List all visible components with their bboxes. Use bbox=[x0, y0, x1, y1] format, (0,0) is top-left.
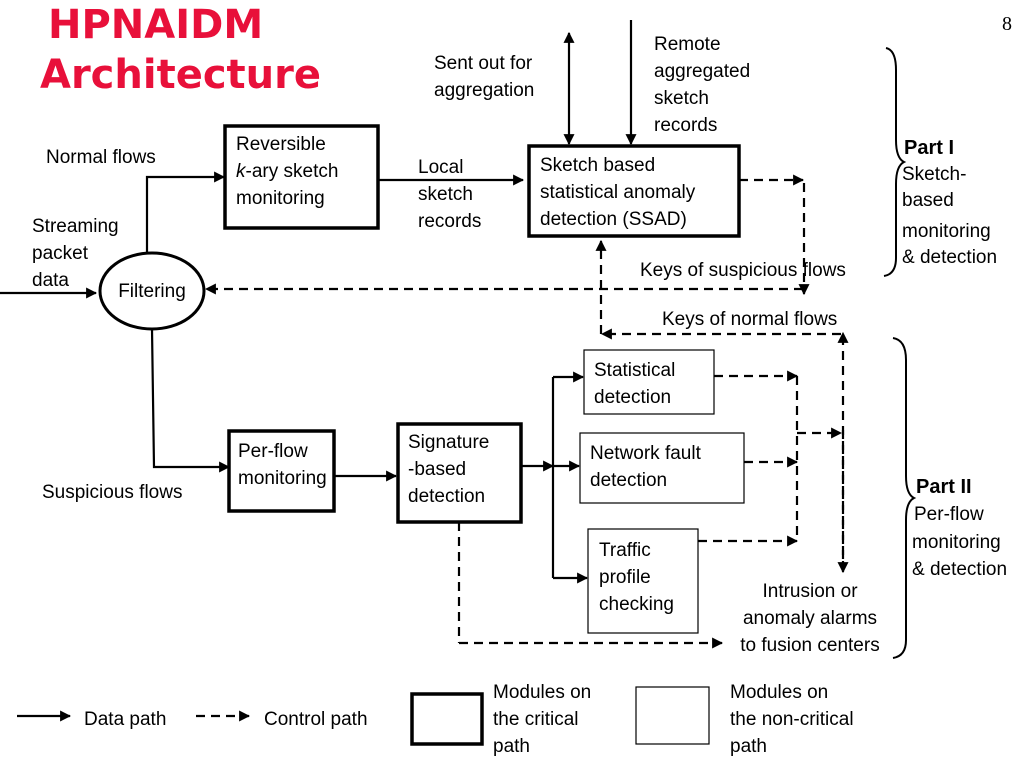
streaming-label-2: packet bbox=[32, 243, 89, 264]
keys-normal-label: Keys of normal flows bbox=[662, 309, 837, 330]
part1-title: Part I bbox=[904, 137, 954, 159]
netfault-line-1: Network fault bbox=[590, 443, 702, 464]
part1-desc-1: Sketch- bbox=[902, 164, 966, 185]
remote-label-3: sketch bbox=[654, 88, 709, 109]
filtering-module: Filtering bbox=[98, 251, 206, 331]
part2-desc-3: & detection bbox=[912, 559, 1007, 580]
reversible-sketch-module: Reversible k-ary sketch monitoring bbox=[223, 124, 380, 230]
legend-noncritical-2: the non-critical bbox=[730, 709, 854, 730]
streaming-label-3: data bbox=[32, 270, 69, 291]
netfault-module: Network fault detection bbox=[579, 432, 745, 504]
alarms-label-3: to fusion centers bbox=[740, 635, 879, 656]
signature-module: Signature -based detection bbox=[396, 422, 523, 524]
perflow-line-2: monitoring bbox=[238, 468, 327, 489]
legend-data-path-label: Data path bbox=[84, 709, 166, 730]
sent-out-label-2: aggregation bbox=[434, 80, 534, 101]
legend-critical-2: the critical bbox=[493, 709, 579, 730]
traffic-line-2: profile bbox=[599, 567, 651, 588]
alarms-label-1: Intrusion or bbox=[762, 581, 858, 602]
part2-title: Part II bbox=[916, 476, 972, 498]
legend-noncritical-3: path bbox=[730, 736, 767, 757]
reversible-line-1: Reversible bbox=[236, 134, 326, 155]
part2-desc-2: monitoring bbox=[912, 532, 1001, 553]
ssad-line-3: detection (SSAD) bbox=[540, 209, 687, 230]
local-sketch-label-3: records bbox=[418, 211, 481, 232]
page-number: 8 bbox=[1002, 13, 1012, 35]
remote-label-2: aggregated bbox=[654, 61, 750, 82]
netfault-line-2: detection bbox=[590, 470, 667, 491]
sent-out-label-1: Sent out for bbox=[434, 53, 533, 74]
remote-label-1: Remote bbox=[654, 34, 721, 55]
part2-desc-1: Per-flow bbox=[914, 504, 984, 525]
legend: Data path Control path Modules on the cr… bbox=[17, 682, 854, 757]
legend-noncritical-1: Modules on bbox=[730, 682, 828, 703]
signature-line-1: Signature bbox=[408, 432, 489, 453]
remote-label-4: records bbox=[654, 115, 717, 136]
ssad-line-2: statistical anomaly bbox=[540, 182, 696, 203]
legend-critical-box bbox=[410, 692, 484, 746]
statistical-line-1: Statistical bbox=[594, 360, 675, 381]
perflow-module: Per-flow monitoring bbox=[227, 429, 336, 513]
legend-critical-1: Modules on bbox=[493, 682, 591, 703]
perflow-line-1: Per-flow bbox=[238, 441, 308, 462]
part1-brace bbox=[883, 47, 907, 277]
reversible-line-2: k-ary sketch bbox=[236, 161, 338, 182]
part2-brace bbox=[892, 337, 917, 659]
reversible-line-3: monitoring bbox=[236, 188, 325, 209]
signature-line-2: -based bbox=[408, 459, 466, 480]
ary-sketch: -ary sketch bbox=[246, 161, 339, 182]
traffic-line-1: Traffic bbox=[599, 540, 651, 561]
filtering-label: Filtering bbox=[118, 281, 186, 302]
traffic-line-3: checking bbox=[599, 594, 674, 615]
ssad-line-1: Sketch based bbox=[540, 155, 655, 176]
suspicious-flows-arrow bbox=[150, 328, 231, 473]
signature-line-3: detection bbox=[408, 486, 485, 507]
normal-flows-arrow bbox=[145, 171, 226, 253]
title-line-1: HPNAIDM bbox=[48, 2, 263, 48]
streaming-label-1: Streaming bbox=[32, 216, 119, 237]
k-italic: k bbox=[236, 161, 247, 182]
local-sketch-label-1: Local bbox=[418, 157, 463, 178]
part1-desc-2: based bbox=[902, 190, 954, 211]
local-sketch-label-2: sketch bbox=[418, 184, 473, 205]
alarms-label-2: anomaly alarms bbox=[743, 608, 877, 629]
title-line-2: Architecture bbox=[40, 52, 321, 98]
traffic-module: Traffic profile checking bbox=[587, 528, 699, 634]
normal-flows-label: Normal flows bbox=[46, 147, 156, 168]
suspicious-flows-label: Suspicious flows bbox=[42, 482, 182, 503]
part1-desc-4: & detection bbox=[902, 247, 997, 268]
legend-control-path-label: Control path bbox=[264, 709, 368, 730]
statistical-line-2: detection bbox=[594, 387, 671, 408]
ssad-module: Sketch based statistical anomaly detecti… bbox=[527, 144, 741, 238]
statistical-module: Statistical detection bbox=[583, 349, 715, 415]
legend-noncritical-box bbox=[635, 686, 710, 745]
keys-suspicious-label: Keys of suspicious flows bbox=[640, 260, 846, 281]
legend-critical-3: path bbox=[493, 736, 530, 757]
part1-desc-3: monitoring bbox=[902, 221, 991, 242]
